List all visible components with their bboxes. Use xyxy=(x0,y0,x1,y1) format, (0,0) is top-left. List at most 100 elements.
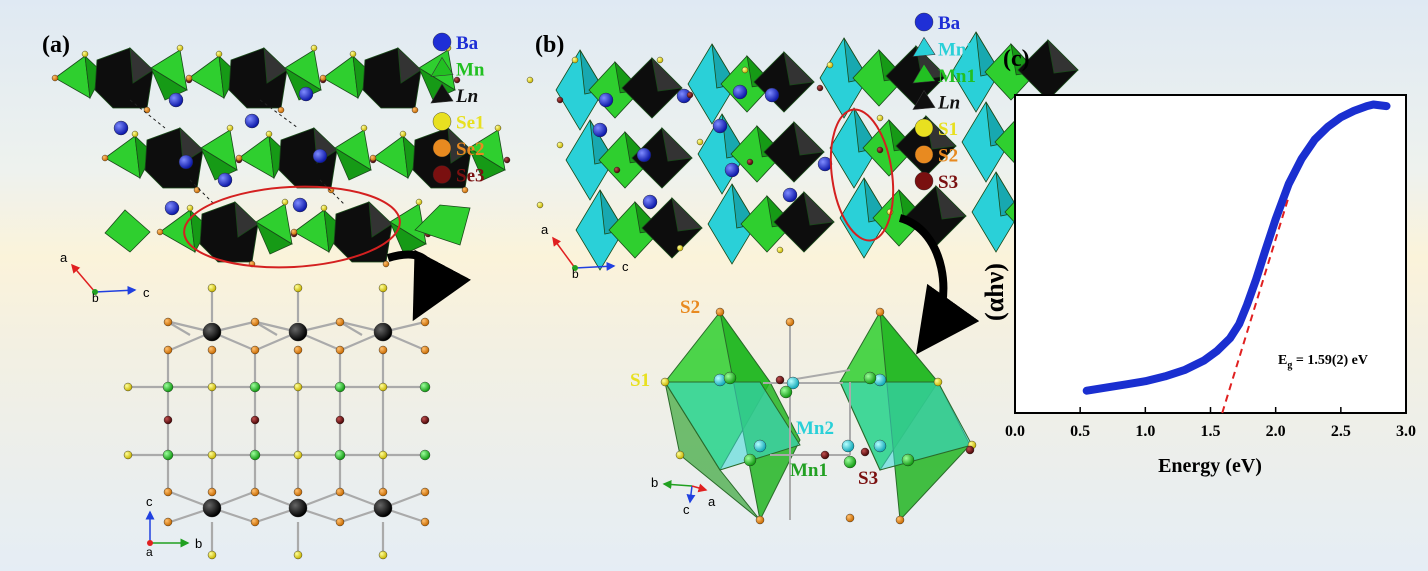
se2-atom xyxy=(420,487,430,497)
panel-b-zoom-arrow xyxy=(898,214,980,355)
ln-atom xyxy=(373,498,393,518)
site-label-mn2: Mn2 xyxy=(796,418,834,439)
ln-polyhedron xyxy=(397,46,422,84)
se1-atom xyxy=(320,204,328,212)
ba-atom xyxy=(636,147,652,163)
legend-label: Mn2 xyxy=(938,40,976,61)
s2-atom xyxy=(755,515,765,525)
se2-atom xyxy=(156,228,164,236)
ba-atom xyxy=(732,84,748,100)
mn-tetrahedron xyxy=(255,220,293,255)
axis-a-label: a xyxy=(146,545,153,559)
legend-swatch xyxy=(914,12,934,32)
s1-atom xyxy=(675,450,685,460)
mn1-atom xyxy=(901,453,915,467)
se3-atom xyxy=(420,415,430,425)
site-label-s3: S3 xyxy=(858,468,878,489)
se1-atom xyxy=(360,124,368,132)
s3-atom xyxy=(746,158,754,166)
site-label-s1: S1 xyxy=(630,370,650,391)
panel-c-label: (c) xyxy=(1003,46,1030,72)
panel-b-label: (b) xyxy=(535,32,564,58)
ln-polyhedron xyxy=(144,127,204,189)
s3-atom xyxy=(820,450,830,460)
ln-polyhedron xyxy=(263,46,288,84)
mn-atom xyxy=(334,449,346,461)
legend-swatch xyxy=(430,83,454,104)
s1-atom xyxy=(526,76,534,84)
se2-atom xyxy=(163,345,173,355)
s3-atom xyxy=(816,84,824,92)
ba-atom xyxy=(292,197,308,213)
se3-atom xyxy=(503,156,511,164)
se2-atom xyxy=(290,228,298,236)
ba-atom xyxy=(598,92,614,108)
axis-b-label: b xyxy=(195,536,202,551)
s1-atom xyxy=(933,377,943,387)
mn-tetrahedron xyxy=(188,55,225,99)
ba-atom xyxy=(298,86,314,102)
ln-polyhedron xyxy=(228,47,288,109)
panel-a-ball-stick-lattice xyxy=(123,283,431,560)
se1-atom xyxy=(207,550,217,560)
s1-atom xyxy=(536,201,544,209)
se1-atom xyxy=(415,198,423,206)
mn1-atom xyxy=(743,453,757,467)
x-tick-label: 0.5 xyxy=(1070,423,1090,440)
se1-atom xyxy=(378,550,388,560)
legend-swatch xyxy=(912,36,936,57)
se2-atom xyxy=(163,487,173,497)
ba-atom xyxy=(592,122,608,138)
ln-atom xyxy=(202,322,222,342)
ba-atom xyxy=(178,154,194,170)
plot-area xyxy=(1082,100,1391,414)
se2-atom xyxy=(293,487,303,497)
mn-tetrahedron xyxy=(54,55,91,99)
ln-polyhedron xyxy=(793,120,825,156)
legend-label: Ba xyxy=(456,33,479,54)
ba-atom xyxy=(217,172,233,188)
panel-b-axes-bottom: b a c xyxy=(651,475,716,517)
legend-label: Ba xyxy=(938,13,961,34)
se2-atom xyxy=(335,317,345,327)
ln-polyhedron xyxy=(94,47,154,109)
ln-polyhedron xyxy=(661,126,693,162)
se2-atom xyxy=(185,74,193,82)
x-tick-label: 1.0 xyxy=(1135,423,1155,440)
ba-atom xyxy=(712,118,728,134)
se2-atom xyxy=(378,487,388,497)
ba-atom xyxy=(782,187,798,203)
x-tick-label: 1.5 xyxy=(1201,423,1221,440)
se1-atom xyxy=(265,130,273,138)
ln-polyhedron xyxy=(278,127,338,189)
mn-tetrahedron xyxy=(238,135,275,179)
legend-swatch xyxy=(430,56,454,77)
se1-atom xyxy=(310,44,318,52)
se2-atom xyxy=(193,186,201,194)
s1-atom xyxy=(656,56,664,64)
x-tick-label: 2.0 xyxy=(1266,423,1286,440)
legend-label: S2 xyxy=(938,146,958,167)
x-axis-label: Energy (eV) xyxy=(1158,455,1262,477)
se1-atom xyxy=(349,50,357,58)
mn-atom xyxy=(249,449,261,461)
mn1-atom xyxy=(863,371,877,385)
panel-a-highlight-ellipse xyxy=(183,185,401,269)
se1-atom xyxy=(123,382,133,392)
legend-label: Se3 xyxy=(456,166,485,187)
legend-swatch xyxy=(914,171,934,191)
panel-a-polyhedra-chains xyxy=(51,44,511,268)
ba-atom xyxy=(642,194,658,210)
se1-atom xyxy=(293,550,303,560)
axis-c-label: c xyxy=(143,285,150,300)
ln-polyhedron xyxy=(671,196,703,232)
mn-atom xyxy=(334,381,346,393)
x-tick-label: 2.5 xyxy=(1331,423,1351,440)
site-label-s2: S2 xyxy=(680,297,700,318)
ln-atom xyxy=(288,322,308,342)
panel-a-label: (a) xyxy=(42,32,70,58)
